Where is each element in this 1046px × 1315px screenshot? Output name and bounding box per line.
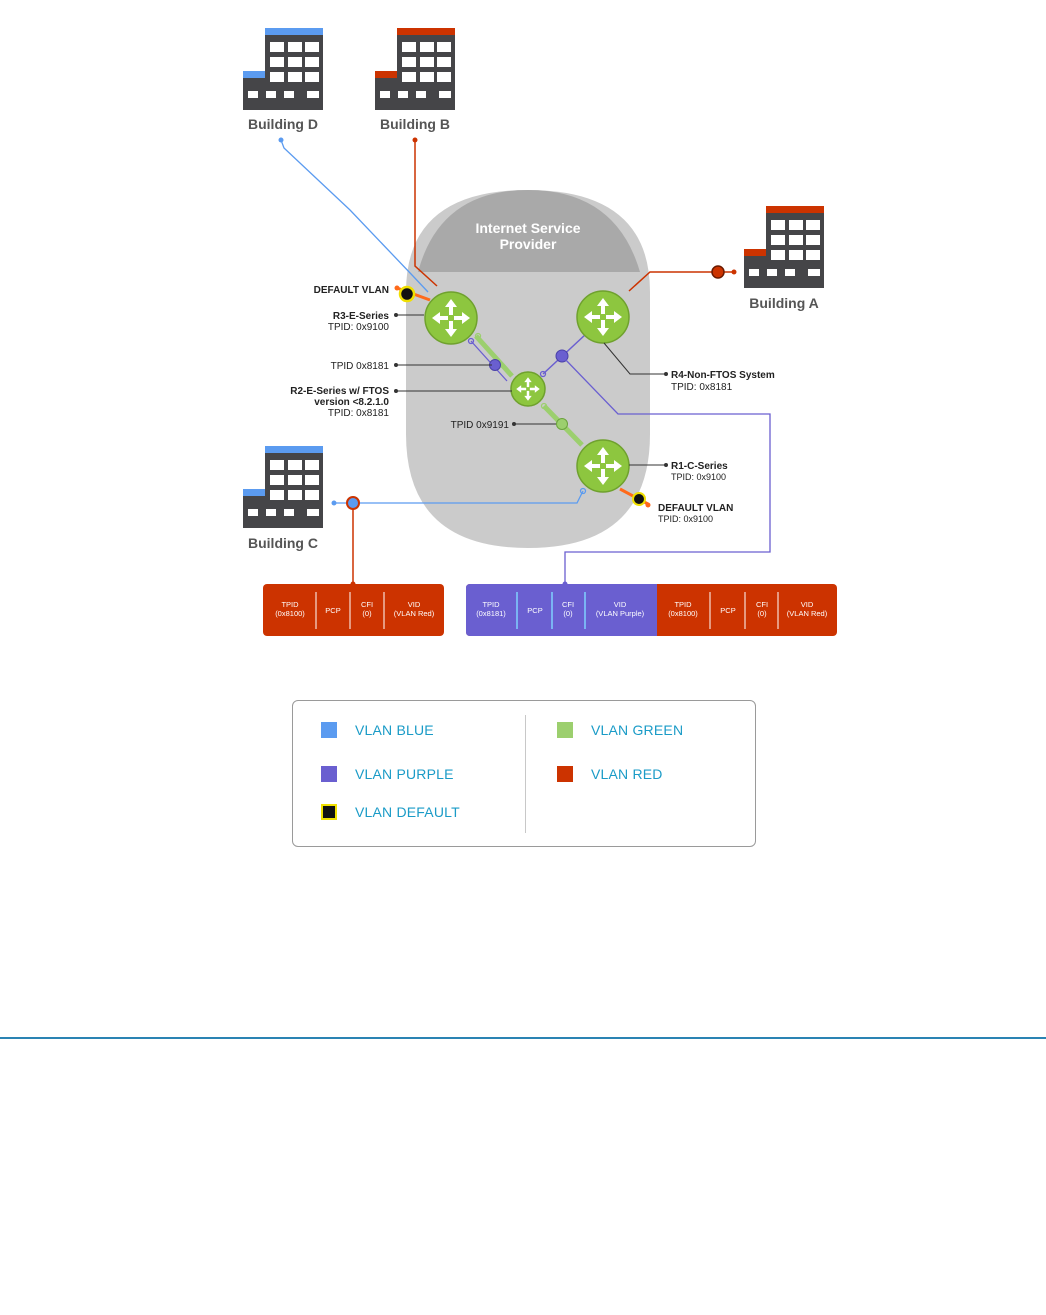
frame-purple-tpid: TPID: [482, 600, 500, 609]
r3-default-vlan-label: DEFAULT VLAN: [314, 285, 389, 296]
page-bottom-rule: [0, 1037, 1046, 1039]
router-r2[interactable]: [510, 371, 546, 407]
vlan-legend: VLAN BLUE VLAN PURPLE VLAN DEFAULT VLAN …: [292, 700, 756, 847]
legend-label-blue: VLAN BLUE: [355, 722, 434, 738]
legend-item-green: VLAN GREEN: [557, 722, 683, 738]
building-b: [375, 28, 455, 110]
r4-tpid-label: TPID: 0x8181: [671, 382, 733, 393]
frame-purple-vid: VID: [614, 600, 627, 609]
r1-tpid-label: TPID: 0x9100: [671, 472, 726, 482]
frame-red-tpid: TPID: [674, 600, 692, 609]
r2-name-label-line1: R2-E-Series w/ FTOS: [290, 386, 389, 397]
frame-left-vid: VID: [408, 600, 421, 609]
default-swatch-icon: [321, 804, 337, 820]
vlan-red-link-b: [412, 137, 438, 287]
frame-purple-cfi-value: (0): [563, 609, 573, 618]
r3-tpid-label: TPID: 0x9100: [328, 322, 390, 333]
router-r1[interactable]: [576, 439, 630, 493]
frame-left: TPID (0x8100) PCP CFI (0) VID (VLAN Red): [263, 584, 444, 636]
frame-left-tpid: TPID: [281, 600, 299, 609]
purple-swatch-icon: [321, 766, 337, 782]
building-d: [243, 28, 323, 110]
frame-left-tpid-value: (0x8100): [275, 609, 305, 618]
vlan-blue-link-d: [278, 137, 429, 293]
legend-item-purple: VLAN PURPLE: [321, 766, 454, 782]
legend-divider: [525, 715, 526, 833]
frame-left-vid-value: (VLAN Red): [394, 609, 435, 618]
frame-left-cfi: CFI: [361, 600, 373, 609]
leader-dots: [394, 313, 668, 467]
router-r4[interactable]: [576, 290, 630, 344]
frame-left-pcp: PCP: [325, 606, 340, 615]
tpid-9191-label: TPID 0x9191: [451, 420, 510, 431]
frame-left-cfi-value: (0): [362, 609, 372, 618]
r1-default-tpid-label: TPID: 0x9100: [658, 514, 713, 524]
building-b-label: Building B: [380, 116, 450, 132]
frame-red-tpid-value: (0x8100): [668, 609, 698, 618]
legend-item-blue: VLAN BLUE: [321, 722, 434, 738]
r3-name-label: R3-E-Series: [333, 311, 390, 322]
vlan-topology-diagram: Internet Service Provider Building D Bui…: [243, 28, 837, 636]
legend-label-green: VLAN GREEN: [591, 722, 684, 738]
frame-red-cfi-value: (0): [757, 609, 767, 618]
red-swatch-icon: [557, 766, 573, 782]
building-a: [744, 206, 824, 288]
vlan-green-link-r2-r1: [540, 402, 584, 447]
frame-purple-vid-value: (VLAN Purple): [596, 609, 645, 618]
frame-purple-cfi: CFI: [562, 600, 574, 609]
legend-label-red: VLAN RED: [591, 766, 663, 782]
vlan-red-link-a: [628, 265, 737, 292]
frame-right: TPID (0x8181) PCP CFI (0) VID (VLAN Purp…: [466, 584, 837, 636]
r4-name-label: R4-Non-FTOS System: [671, 370, 775, 381]
vlan-green-link-r3-r2: [467, 332, 514, 382]
cloud-title-line2: Provider: [500, 236, 557, 252]
legend-label-default: VLAN DEFAULT: [355, 804, 460, 820]
building-c-label: Building C: [248, 535, 318, 551]
leader-lines: [396, 314, 666, 466]
blue-swatch-icon: [321, 722, 337, 738]
frame-red-vid-value: (VLAN Red): [787, 609, 828, 618]
building-a-label: Building A: [749, 295, 818, 311]
default-vlan-marker-r1: [619, 487, 651, 508]
r1-default-vlan-label: DEFAULT VLAN: [658, 503, 733, 514]
legend-item-red: VLAN RED: [557, 766, 663, 782]
r2-name-label-line2: version <8.2.1.0: [314, 397, 389, 408]
building-d-label: Building D: [248, 116, 318, 132]
green-swatch-icon: [557, 722, 573, 738]
frame-purple-pcp: PCP: [527, 606, 542, 615]
frame-red-cfi: CFI: [756, 600, 768, 609]
r2-tpid-label: TPID: 0x8181: [328, 408, 390, 419]
legend-item-default: VLAN DEFAULT: [321, 804, 460, 820]
r1-name-label: R1-C-Series: [671, 461, 728, 472]
router-r3[interactable]: [424, 291, 478, 345]
cloud-title-line1: Internet Service: [475, 220, 580, 236]
tpid-8181-label: TPID 0x8181: [331, 361, 390, 372]
default-vlan-marker-r3: [394, 285, 431, 303]
legend-label-purple: VLAN PURPLE: [355, 766, 454, 782]
building-c: [243, 446, 323, 528]
frame-red-pcp: PCP: [720, 606, 735, 615]
frame-purple-tpid-value: (0x8181): [476, 609, 506, 618]
frame-red-vid: VID: [801, 600, 814, 609]
